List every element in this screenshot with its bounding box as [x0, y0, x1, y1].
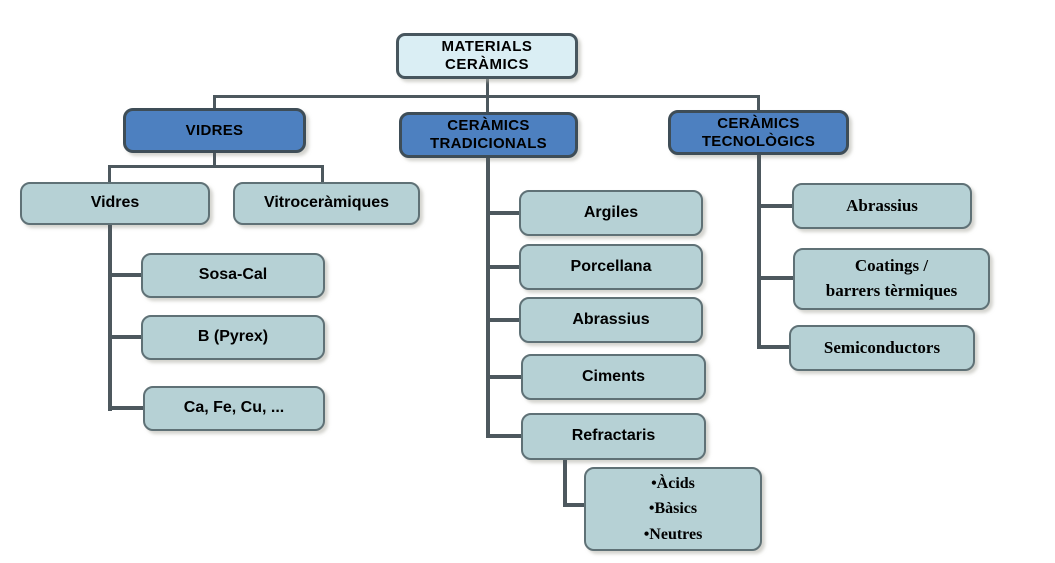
- connector-stub-porcellana: [486, 265, 520, 269]
- connector-to-tradicionals: [486, 95, 489, 113]
- node-refractaris-label: Refractaris: [571, 427, 656, 445]
- node-vitroceramiques: Vitroceràmiques: [233, 182, 420, 225]
- node-argiles: Argiles: [519, 190, 703, 236]
- node-abrassius-tecnologics-label: Abrassius: [846, 195, 918, 215]
- connector-to-vidres: [213, 95, 216, 110]
- connector-tecnologics-trunk: [757, 155, 761, 349]
- branch-vidres: VIDRES: [123, 108, 306, 153]
- branch-ceramics-tecnologics: CERÀMICS TECNOLÒGICS: [668, 110, 849, 155]
- node-abrassius-tradicionals-label: Abrassius: [572, 310, 650, 328]
- connector-down-vidres-leaf: [108, 165, 111, 182]
- node-sosa-cal: Sosa-Cal: [141, 253, 325, 298]
- root-node-label: MATERIALS CERÀMICS: [441, 38, 533, 73]
- node-ca-fe-cu: Ca, Fe, Cu, ...: [143, 386, 325, 431]
- connector-stub-semiconductors: [757, 345, 789, 349]
- connector-refractaris-down: [563, 460, 567, 507]
- connector-vidres-down: [213, 153, 216, 167]
- connector-vidres-trunk: [108, 225, 112, 411]
- node-sosa-cal-label: Sosa-Cal: [198, 266, 268, 284]
- node-coatings-barrers-termiques: Coatings / barrers tèrmiques: [793, 248, 990, 310]
- connector-stub-abrassius-tecno: [757, 204, 792, 208]
- connector-stub-ciments: [486, 375, 522, 379]
- connector-refractaris-horizontal: [563, 503, 585, 507]
- connector-stub-refractaris: [486, 434, 522, 438]
- node-semiconductors-label: Semiconductors: [823, 337, 941, 357]
- connector-to-tecnologics: [757, 95, 760, 111]
- connector-stub-sosa-cal: [108, 273, 142, 277]
- node-porcellana: Porcellana: [519, 244, 703, 290]
- connector-tradicionals-trunk: [486, 158, 490, 438]
- node-refractaris-types-label: •Àcids •Bàsics •Neutres: [643, 474, 703, 543]
- node-argiles-label: Argiles: [583, 203, 639, 221]
- connector-stub-ca-fe-cu: [108, 406, 145, 410]
- node-b-pyrex: B (Pyrex): [141, 315, 325, 360]
- node-ciments: Ciments: [521, 354, 706, 400]
- node-refractaris: Refractaris: [521, 413, 706, 460]
- branch-ceramics-tradicionals: CERÀMICS TRADICIONALS: [399, 112, 578, 158]
- connector-vidres-horizontal: [108, 165, 324, 168]
- branch-ceramics-tecnologics-label: CERÀMICS TECNOLÒGICS: [701, 114, 816, 150]
- node-coatings-barrers-termiques-label: Coatings / barrers tèrmiques: [825, 256, 958, 300]
- connector-stub-abrassius-trad: [486, 318, 520, 322]
- branch-vidres-label: VIDRES: [185, 121, 244, 139]
- node-porcellana-label: Porcellana: [570, 257, 652, 275]
- node-vidres-label: Vidres: [90, 194, 140, 212]
- connector-root-down: [486, 77, 489, 97]
- node-ca-fe-cu-label: Ca, Fe, Cu, ...: [183, 399, 285, 417]
- node-abrassius-tradicionals: Abrassius: [519, 297, 703, 343]
- node-vitroceramiques-label: Vitroceràmiques: [263, 194, 390, 212]
- connector-stub-b-pyrex: [108, 335, 142, 339]
- branch-ceramics-tradicionals-label: CERÀMICS TRADICIONALS: [430, 117, 547, 152]
- node-ciments-label: Ciments: [581, 367, 646, 385]
- node-vidres: Vidres: [20, 182, 210, 225]
- root-node-materials-ceramics: MATERIALS CERÀMICS: [396, 33, 578, 79]
- node-abrassius-tecnologics: Abrassius: [792, 183, 972, 229]
- node-b-pyrex-label: B (Pyrex): [197, 328, 269, 346]
- connector-stub-argiles: [486, 211, 520, 215]
- node-semiconductors: Semiconductors: [789, 325, 975, 371]
- node-refractaris-types: •Àcids •Bàsics •Neutres: [584, 467, 762, 551]
- connector-stub-coatings: [757, 276, 793, 280]
- connector-down-vitroceramiques: [321, 165, 324, 182]
